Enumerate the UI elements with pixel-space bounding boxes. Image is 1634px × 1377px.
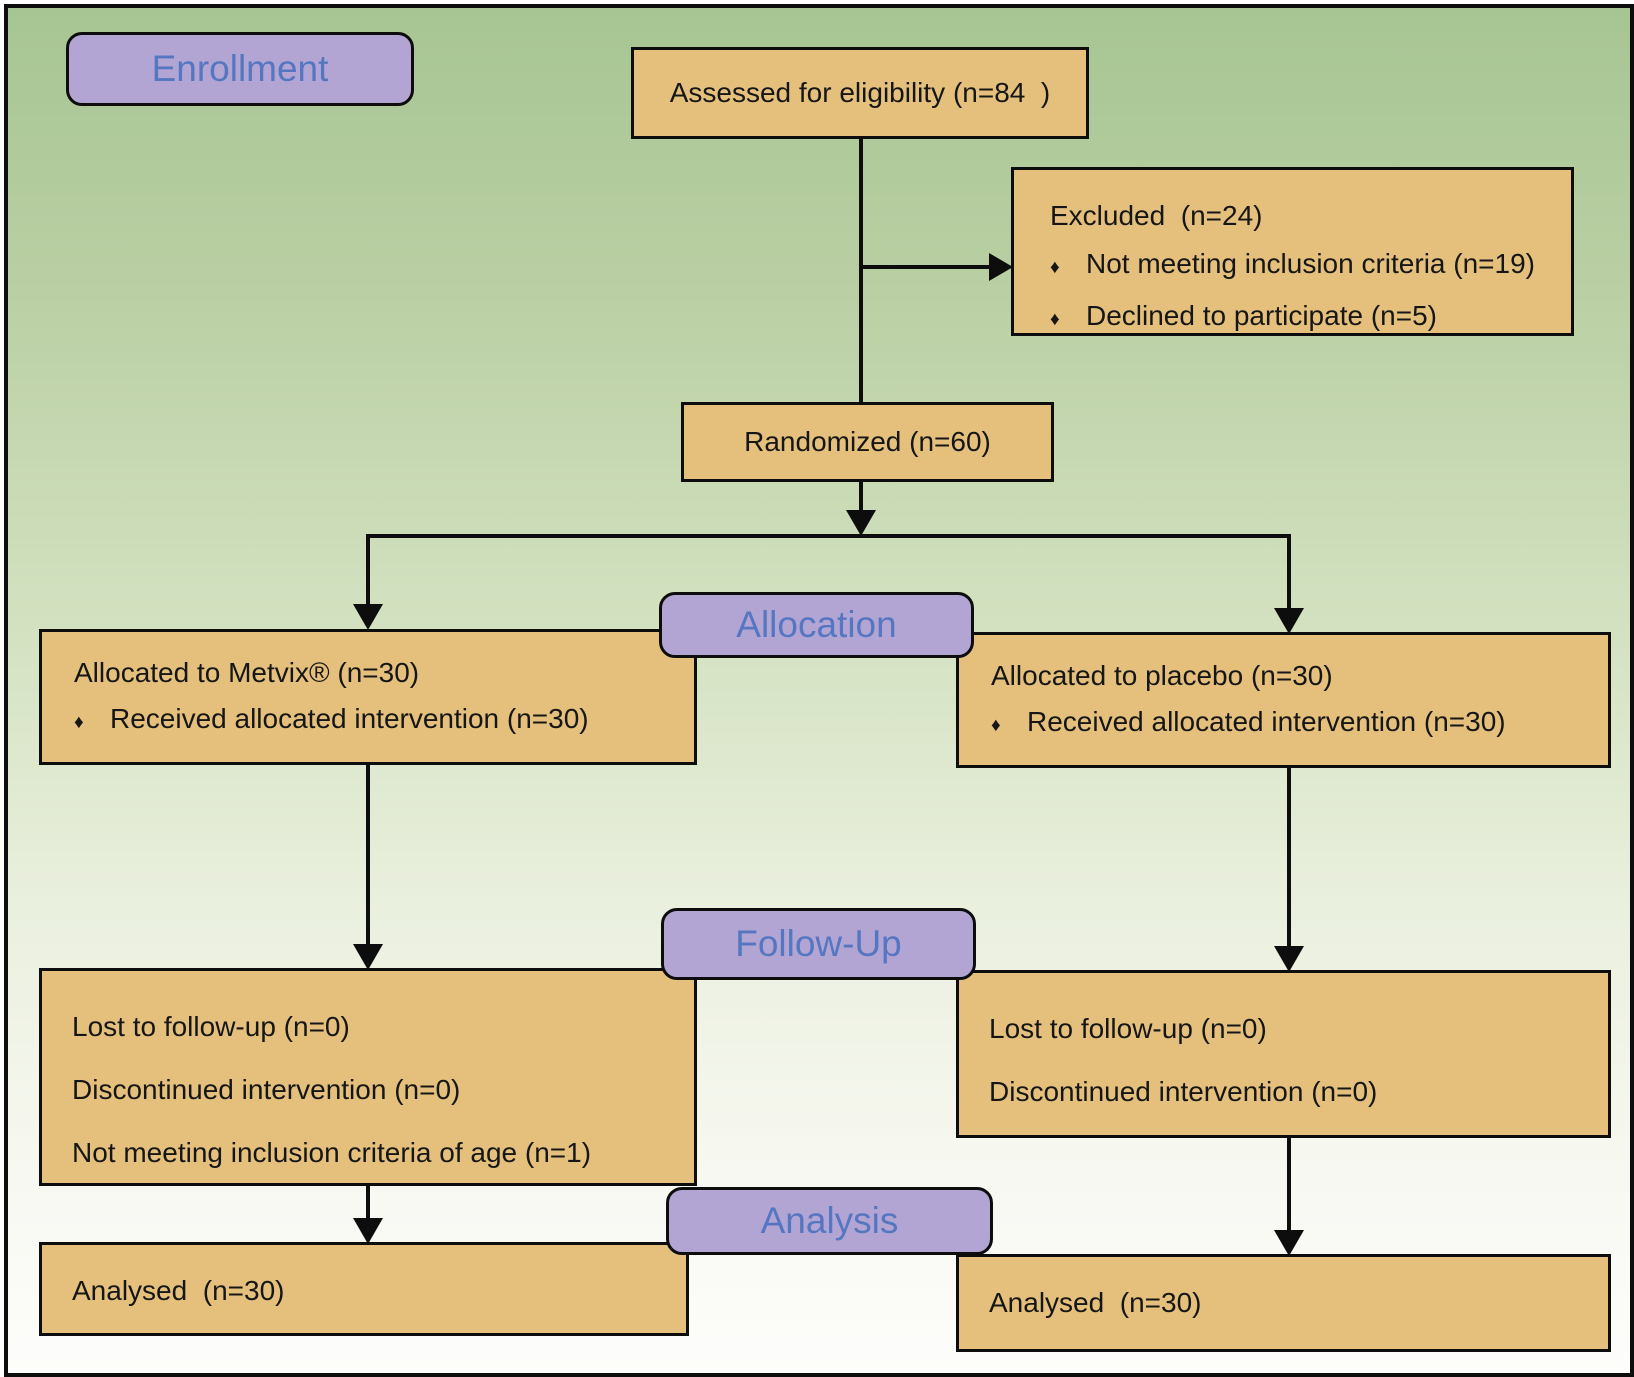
followup-right-line: Lost to follow-up (n=0) (989, 1013, 1267, 1044)
diamond-bullet-icon: ♦ (1050, 257, 1060, 278)
arrow-down-icon (353, 1218, 383, 1244)
split-line (366, 534, 1291, 538)
allocation-right-box: Allocated to placebo (n=30) ♦ Received a… (956, 632, 1611, 768)
diagram-background: Assessed for eligibility (n=84 ) Exclude… (4, 4, 1634, 1377)
stage-label-analysis: Analysis (666, 1187, 993, 1255)
followup-left-line: Discontinued intervention (n=0) (72, 1074, 461, 1105)
connector-fuleft-to-analysedleft (366, 1186, 370, 1222)
stage-label-allocation: Allocation (659, 592, 974, 658)
excluded-item-label: Declined to participate (n=5) (1086, 300, 1437, 331)
arrow-down-icon (846, 510, 876, 536)
excluded-item: ♦ Declined to participate (n=5) (1050, 292, 1561, 344)
diamond-bullet-icon: ♦ (1050, 309, 1060, 330)
connector-allocleft-to-fuleft (366, 765, 370, 947)
allocation-right-title: Allocated to placebo (n=30) (991, 660, 1333, 691)
diamond-bullet-icon: ♦ (74, 712, 84, 733)
followup-left-line: Lost to follow-up (n=0) (72, 1011, 350, 1042)
connector-furight-to-analysedright (1287, 1138, 1291, 1234)
excluded-box: Excluded (n=24) ♦ Not meeting inclusion … (1011, 167, 1574, 336)
followup-right-box: Lost to follow-up (n=0) Discontinued int… (956, 970, 1611, 1138)
arrow-right-icon (989, 253, 1013, 281)
connector-split-left (366, 534, 370, 606)
connector-allocright-to-furight (1287, 768, 1291, 950)
allocation-right-item: ♦ Received allocated intervention (n=30) (991, 699, 1598, 749)
arrow-down-icon (1274, 1230, 1304, 1256)
allocation-right-item-label: Received allocated intervention (n=30) (1027, 706, 1506, 737)
excluded-item-label: Not meeting inclusion criteria (n=19) (1086, 248, 1535, 279)
analysed-right-label: Analysed (n=30) (989, 1287, 1202, 1318)
stage-label-enrollment: Enrollment (66, 32, 414, 106)
diamond-bullet-icon: ♦ (991, 715, 1001, 736)
arrow-down-icon (1274, 608, 1304, 634)
connector-split-right (1287, 534, 1291, 610)
analysed-right-box: Analysed (n=30) (956, 1254, 1611, 1352)
stage-label-followup: Follow-Up (661, 908, 976, 980)
excluded-title: Excluded (n=24) (1050, 200, 1263, 231)
assessed-box: Assessed for eligibility (n=84 ) (631, 47, 1089, 139)
analysed-left-box: Analysed (n=30) (39, 1242, 689, 1336)
followup-right-line: Discontinued intervention (n=0) (989, 1076, 1378, 1107)
allocation-left-title: Allocated to Metvix® (n=30) (74, 657, 420, 688)
connector-randomized-to-split (859, 478, 863, 518)
arrow-down-icon (353, 944, 383, 970)
connector-assessed-to-randomized (859, 139, 863, 406)
connector-to-excluded (861, 265, 993, 269)
randomized-box: Randomized (n=60) (681, 402, 1054, 482)
arrow-down-icon (1274, 946, 1304, 972)
allocation-left-item: ♦ Received allocated intervention (n=30) (74, 696, 684, 746)
analysed-left-label: Analysed (n=30) (72, 1275, 285, 1306)
allocation-left-box: Allocated to Metvix® (n=30) ♦ Received a… (39, 629, 697, 765)
followup-left-line: Not meeting inclusion criteria of age (n… (72, 1137, 592, 1168)
arrow-down-icon (353, 604, 383, 630)
allocation-left-item-label: Received allocated intervention (n=30) (110, 703, 589, 734)
excluded-item: ♦ Not meeting inclusion criteria (n=19) (1050, 240, 1561, 292)
followup-left-box: Lost to follow-up (n=0) Discontinued int… (39, 968, 697, 1186)
